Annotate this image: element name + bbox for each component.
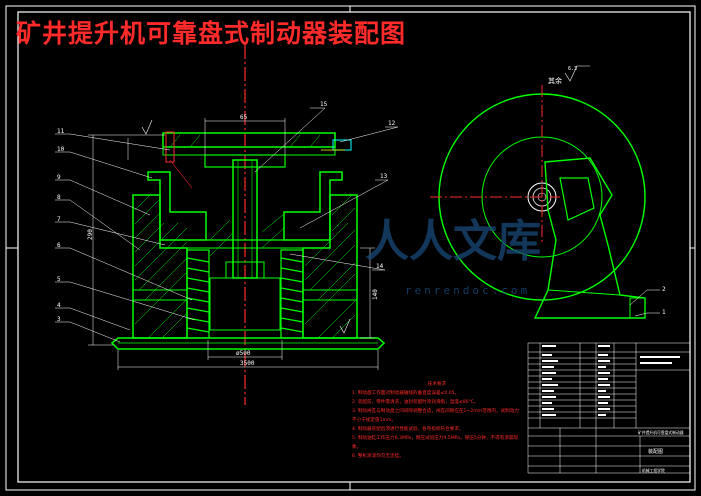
callout-13: 13 xyxy=(380,173,388,180)
note-2: 2. 装配前，零件需清洗，油封装配时涂润滑脂，温度≤80°C。 xyxy=(352,400,479,405)
brake-bracket xyxy=(533,157,646,319)
drawing-title: 矿井提升机可靠盘式制动器装配图 xyxy=(16,19,407,48)
dim-top: 65 xyxy=(240,114,248,121)
bom-fill xyxy=(542,345,680,416)
top-cover xyxy=(162,132,336,148)
note-5: 5. 制动油缸工作压力6.3MPa，耐压试验压力9.5MPa，保压5分钟，不得有… xyxy=(352,436,519,450)
callout-4: 4 xyxy=(57,302,61,309)
titleblock-name: 矿井提升机可靠盘式制动器 xyxy=(638,430,684,435)
dim-bore: ø500 xyxy=(236,350,251,357)
side-callout-2: 2 xyxy=(662,286,666,293)
technical-notes: 技术要求 1. 制动盘工作面对制动器轴线的垂直度误差≤0.05。 2. 装配前，… xyxy=(352,380,522,461)
callout-3: 3 xyxy=(57,316,61,323)
callout-8: 8 xyxy=(57,194,61,201)
outer-frame xyxy=(5,5,696,491)
spring-left xyxy=(186,249,210,339)
top-bolt-left xyxy=(165,131,175,163)
bom-table xyxy=(527,342,691,474)
callout-12: 12 xyxy=(388,120,396,127)
base-plate xyxy=(110,337,386,350)
notes-heading: 技术要求 xyxy=(427,382,447,387)
callout-14: 14 xyxy=(376,263,384,270)
callout-7: 7 xyxy=(57,216,61,223)
side-callout-1: 1 xyxy=(662,309,666,316)
callout-9: 9 xyxy=(57,174,61,181)
note-6: 6. 整机涂漆均匀无流挂。 xyxy=(352,454,404,459)
dim-height: 290 xyxy=(87,229,94,240)
callout-15: 15 xyxy=(320,101,328,108)
dimension-lines xyxy=(88,118,379,370)
callout-5: 5 xyxy=(57,276,61,283)
main-section-view xyxy=(55,45,399,405)
watermark-logo: 人人文库 xyxy=(365,216,541,267)
note-4: 4. 制动器装配后须进行性能试验，各项指标符合要求。 xyxy=(352,427,464,432)
cylinder-wall-left xyxy=(147,171,207,241)
frame-ticks xyxy=(6,6,695,490)
roughness-value: 6.3 xyxy=(568,66,578,72)
callout-10: 10 xyxy=(57,146,65,153)
inner-frame xyxy=(17,11,691,483)
callout-6: 6 xyxy=(57,242,61,249)
dim-side: 140 xyxy=(372,289,379,300)
roughness-label: 其余 xyxy=(548,77,562,85)
side-view xyxy=(430,65,660,319)
note-3: 3. 制动闸瓦与制动盘之间间隙调整合适，闸瓦间隙应在1~2mm范围内，试制动力不… xyxy=(352,409,519,423)
leader-lines xyxy=(55,107,399,343)
watermark-url: renrendoc.com xyxy=(405,284,531,297)
callout-11: 11 xyxy=(57,128,65,135)
hatch-regions xyxy=(134,134,356,339)
spring-right xyxy=(280,249,304,339)
dim-base: 3500 xyxy=(240,360,255,367)
note-1: 1. 制动盘工作面对制动器轴线的垂直度误差≤0.05。 xyxy=(352,391,460,396)
titleblock-drawing: 装配图 xyxy=(648,449,664,455)
titleblock-school: 机械工程学院 xyxy=(642,468,665,473)
